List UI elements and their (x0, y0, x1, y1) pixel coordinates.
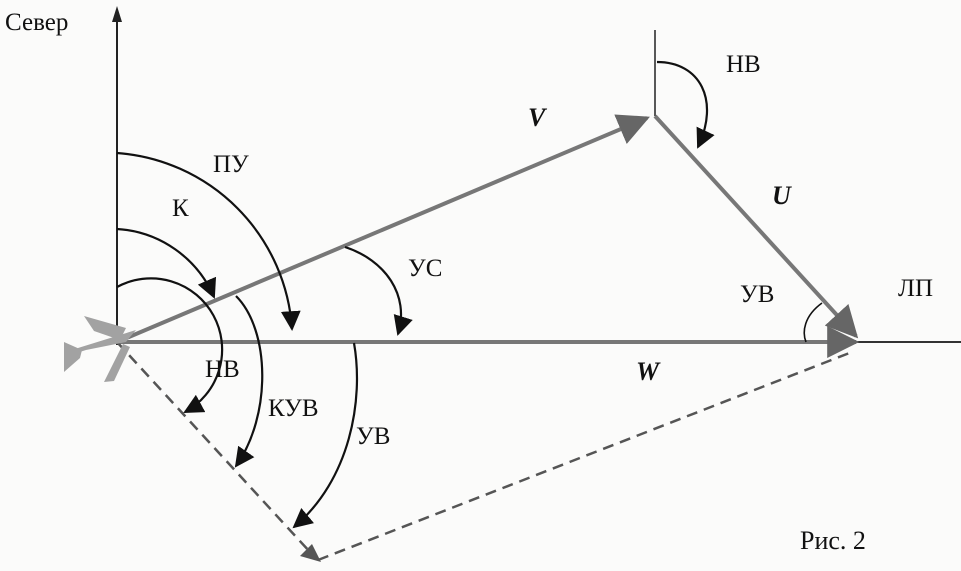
wind-angle-label-left: УВ (356, 423, 390, 450)
airspeed-vector-label: V (528, 103, 548, 132)
track-line-label: ЛП (898, 275, 933, 302)
airspeed-vector (116, 114, 650, 344)
north-axis-arrowhead (112, 6, 122, 22)
wind-direction-dashed-line (116, 341, 311, 553)
track-angle-label: ПУ (213, 151, 249, 178)
wind-return-dashed-line (317, 350, 853, 562)
wind-direction-dashed-arrowhead (300, 544, 321, 562)
wind-vector (653, 114, 859, 339)
wind-angle-label-right: УВ (740, 281, 774, 308)
figure-caption: Рис. 2 (800, 526, 866, 555)
groundspeed-vector-label: W (636, 357, 661, 386)
heading-arc (116, 227, 217, 299)
wind-direction-label-top: НВ (726, 51, 761, 78)
drift-angle-label: УС (408, 255, 442, 282)
wind-angle-arc-right (803, 302, 823, 343)
drift-angle-arc (344, 245, 413, 336)
wind-angle-arc-left (292, 342, 359, 529)
north-label: Север (5, 9, 68, 36)
relative-wind-angle-label: КУВ (268, 395, 319, 422)
wind-vector-label: U (772, 181, 792, 210)
track-angle-arc (116, 151, 301, 331)
relative-wind-angle-arc (234, 295, 264, 468)
heading-label: К (172, 195, 189, 222)
airplane-icon (64, 316, 136, 382)
wind-direction-label-left: НВ (205, 356, 240, 383)
wind-direction-arc-top (656, 60, 715, 149)
wind-direction-arc-left (116, 277, 224, 413)
